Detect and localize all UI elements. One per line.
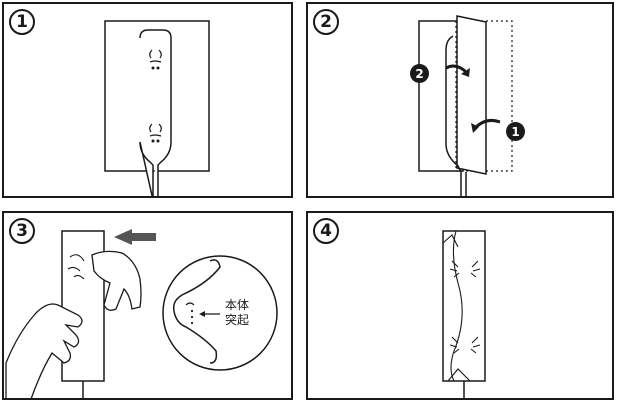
step-3-illustration xyxy=(5,229,278,398)
step-panel-4: 4 xyxy=(306,211,614,400)
callout-label-line-1: 本体 xyxy=(225,298,250,312)
step-number-badge: 4 xyxy=(313,218,339,244)
step-2-illustration xyxy=(418,15,513,196)
folded-sheet xyxy=(456,15,487,175)
finished-tool xyxy=(442,230,486,382)
callout-label-line-2: 突起 xyxy=(225,313,250,327)
step-number-badge: 2 xyxy=(313,9,339,35)
tuck-sketch xyxy=(67,254,85,280)
lower-clip-hooks xyxy=(449,336,481,354)
tool-outline xyxy=(445,35,467,196)
upper-clip-hooks xyxy=(449,260,481,278)
tool-outline xyxy=(139,29,172,196)
step-panel-2: 2 2 1 xyxy=(306,2,614,198)
left-hand xyxy=(5,303,83,398)
step-panel-1: 1 xyxy=(2,2,293,198)
bottom-tuck xyxy=(447,368,471,382)
step-1-illustration xyxy=(104,20,210,196)
lower-clip-sketch xyxy=(149,123,162,143)
step-panel-3: 3 本体 突起 xyxy=(2,211,293,400)
fold-guide-dotted xyxy=(455,20,513,172)
callout-clip-outline xyxy=(172,259,221,364)
right-hand xyxy=(91,250,142,311)
callout-label: 本体 突起 xyxy=(225,298,249,328)
push-arrow xyxy=(114,229,156,245)
badge-1: 1 xyxy=(506,122,525,141)
step-number-badge: 3 xyxy=(9,218,35,244)
detail-callout-circle xyxy=(162,255,278,371)
inner-fold-line xyxy=(450,230,463,382)
upper-clip-sketch xyxy=(149,49,162,70)
step-4-illustration xyxy=(442,230,486,398)
badge-2: 2 xyxy=(410,64,429,83)
step-number-badge: 1 xyxy=(9,9,35,35)
corner-tuck xyxy=(442,234,459,248)
